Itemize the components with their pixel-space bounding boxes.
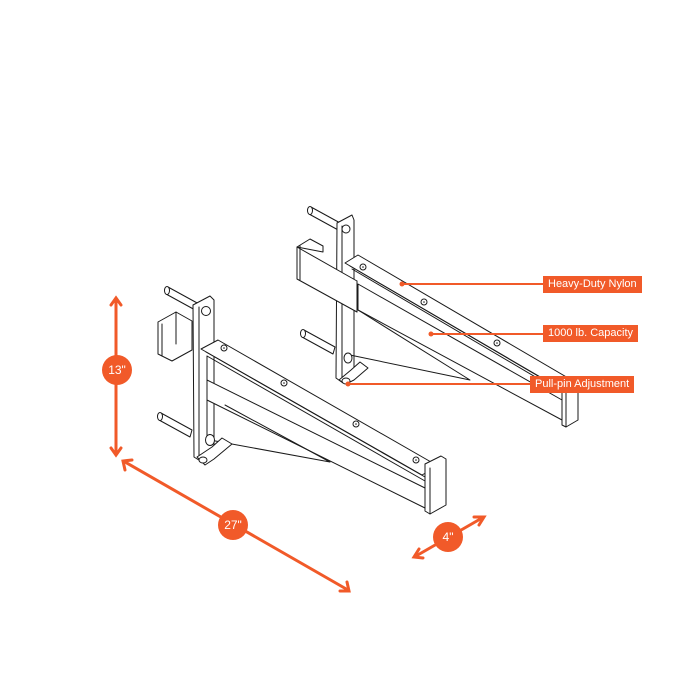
front-lower-pin <box>157 412 193 438</box>
back-bracket <box>296 206 579 428</box>
front-hook <box>157 311 193 362</box>
front-bolts <box>220 344 420 464</box>
back-upper-pin <box>307 206 343 232</box>
front-bracket <box>157 286 447 515</box>
back-arm-top <box>344 254 576 391</box>
front-end-cap <box>424 455 447 515</box>
callout-pull-pin-adjustment: Pull-pin Adjustment <box>530 376 635 393</box>
badge-width: 4" <box>433 522 463 552</box>
back-bolts <box>359 263 501 347</box>
front-pull-pin <box>196 434 233 466</box>
callout-leaders <box>345 281 545 387</box>
callout-capacity: 1000 lb. Capacity <box>543 325 638 342</box>
back-lower-pin <box>300 329 336 355</box>
callout-heavy-duty-nylon: Heavy-Duty Nylon <box>543 276 642 293</box>
badge-height: 13" <box>102 355 132 385</box>
back-arm-side <box>357 283 563 421</box>
badge-length: 27" <box>218 510 248 540</box>
